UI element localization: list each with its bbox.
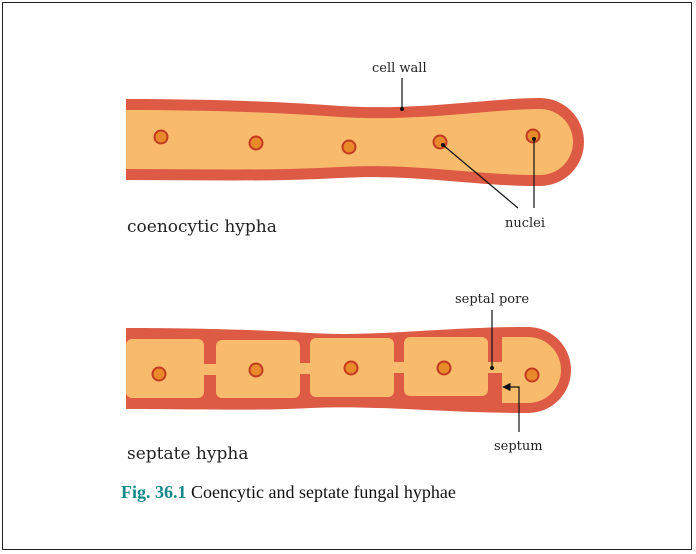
cell-wall-label: cell wall (372, 61, 427, 76)
nucleus (153, 368, 166, 381)
figure-caption: Fig. 36.1 Coencytic and septate fungal h… (121, 482, 456, 503)
septal-pore (392, 362, 406, 373)
septal-pore (202, 364, 218, 375)
nucleus (343, 141, 356, 154)
nucleus (438, 362, 451, 375)
septal-pore (486, 362, 504, 373)
figure-number: Fig. 36.1 (121, 482, 187, 502)
nucleus (250, 137, 263, 150)
nucleus (526, 369, 539, 382)
septate-compartment (126, 339, 204, 398)
nuclei-pointer-dot-1 (441, 143, 445, 147)
nucleus (250, 364, 263, 377)
septal-pore-label: septal pore (455, 292, 529, 307)
nucleus (155, 131, 168, 144)
septum-label: septum (494, 439, 543, 454)
figure-caption-text: Coencytic and septate fungal hyphae (191, 482, 456, 502)
septal-pore-pointer-dot (490, 366, 494, 370)
coenocytic-hypha (126, 98, 584, 186)
nuclei-pointer-dot-2 (532, 137, 536, 141)
nuclei-label: nuclei (505, 216, 545, 231)
septal-pore (298, 363, 312, 374)
coenocytic-hypha-label: coenocytic hypha (127, 217, 277, 237)
nucleus (345, 362, 358, 375)
cell-wall-pointer-dot (400, 107, 404, 111)
septate-hypha (126, 327, 571, 413)
septate-hypha-label: septate hypha (127, 444, 248, 464)
